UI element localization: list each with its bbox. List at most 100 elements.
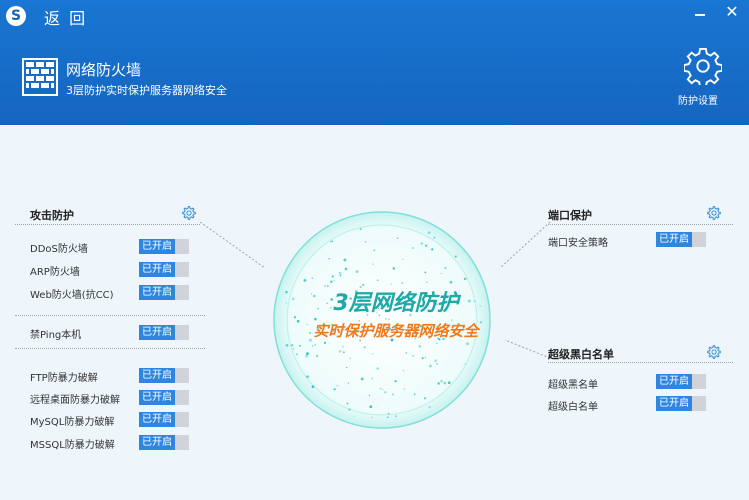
- globe-dot: [425, 281, 428, 283]
- globe-dot: [360, 298, 363, 301]
- globe-dot: [428, 336, 431, 339]
- globe-dot: [328, 257, 330, 260]
- globe-dot: [326, 285, 329, 287]
- globe-dot: [292, 347, 295, 350]
- mysql-bruteforce-toggle[interactable]: 已开启: [139, 412, 189, 427]
- globe-dot: [293, 316, 297, 319]
- globe-dot: [349, 297, 353, 300]
- settings-label[interactable]: 防护设置: [678, 96, 718, 107]
- globe-dot: [329, 306, 332, 309]
- globe-dot: [303, 278, 307, 282]
- globe-dot: [428, 364, 432, 368]
- disable-ping-toggle[interactable]: 已开启: [139, 325, 189, 340]
- globe-dot: [363, 346, 366, 349]
- globe-dot: [343, 351, 345, 354]
- globe-dot: [285, 291, 288, 294]
- globe-dot: [440, 272, 442, 275]
- disable-ping-label: 禁Ping本机: [30, 330, 82, 341]
- ftp-bruteforce-toggle[interactable]: 已开启: [139, 368, 189, 383]
- globe-dot: [413, 393, 416, 396]
- globe-dot: [420, 242, 423, 245]
- blacklist-settings-gear-icon[interactable]: [707, 345, 721, 359]
- globe-dot: [336, 385, 338, 387]
- globe-dot: [390, 336, 393, 338]
- globe-dot: [424, 244, 428, 247]
- globe-dot: [436, 362, 439, 365]
- mssql-bruteforce-toggle[interactable]: 已开启: [139, 435, 189, 450]
- port-security-policy-toggle[interactable]: 已开启: [656, 232, 706, 247]
- mysql-bruteforce-label: MySQL防暴力破解: [30, 417, 115, 428]
- globe-dot: [339, 349, 342, 353]
- globe-dot: [353, 415, 356, 417]
- globe-dot: [454, 255, 457, 258]
- globe-dot: [314, 344, 316, 346]
- globe-dot: [372, 263, 374, 265]
- attack-section-title: 攻击防护: [30, 209, 74, 222]
- globe-dot: [338, 271, 342, 275]
- globe-dot: [369, 405, 373, 409]
- globe-dot: [285, 302, 288, 304]
- divider: [15, 315, 205, 316]
- globe-dot: [432, 301, 436, 305]
- globe-dot: [454, 332, 458, 336]
- status-badge: 已开启: [139, 239, 175, 254]
- super-blacklist-toggle[interactable]: 已开启: [656, 374, 706, 389]
- globe-dot: [376, 367, 379, 370]
- globe-dot: [394, 415, 397, 418]
- globe-dot: [362, 283, 365, 286]
- globe-dot: [339, 274, 342, 277]
- ddos-firewall-toggle[interactable]: 已开启: [139, 239, 189, 254]
- divider: [15, 224, 200, 225]
- super-whitelist-label: 超级白名单: [548, 402, 598, 413]
- globe-dot: [401, 282, 404, 284]
- globe-dot: [378, 314, 381, 317]
- ddos-firewall-label: DDoS防火墙: [30, 244, 88, 255]
- status-badge: 已开启: [139, 285, 175, 300]
- minimize-button[interactable]: [692, 6, 708, 22]
- center-subtitle: 实时保护服务器网络安全: [313, 322, 479, 340]
- web-firewall-toggle[interactable]: 已开启: [139, 285, 189, 300]
- globe-dot: [331, 240, 334, 243]
- globe-dot: [306, 375, 309, 378]
- settings-gear-icon[interactable]: [684, 47, 722, 85]
- globe-dot: [424, 356, 427, 358]
- rdp-bruteforce-label: 远程桌面防暴力破解: [30, 395, 120, 406]
- globe-dot: [387, 412, 390, 415]
- globe-dot: [394, 379, 397, 383]
- globe-dot: [314, 317, 317, 321]
- globe-dot: [467, 299, 471, 303]
- status-badge: 已开启: [139, 368, 175, 383]
- globe-dot: [428, 406, 431, 409]
- globe-dot: [463, 277, 467, 281]
- globe-dot: [466, 342, 469, 346]
- globe-dot: [347, 382, 350, 384]
- port-settings-gear-icon[interactable]: [707, 206, 721, 220]
- globe-dot: [349, 357, 351, 360]
- globe-dot: [330, 298, 334, 301]
- back-button[interactable]: 返 回: [44, 9, 88, 28]
- super-whitelist-toggle[interactable]: 已开启: [656, 396, 706, 411]
- close-button[interactable]: ✕: [725, 2, 739, 21]
- globe-dot: [473, 300, 476, 303]
- globe-dot: [342, 328, 345, 331]
- status-badge: 已开启: [139, 435, 175, 450]
- globe-dot: [440, 379, 443, 383]
- globe-dot: [376, 279, 379, 281]
- rdp-bruteforce-toggle[interactable]: 已开启: [139, 390, 189, 405]
- blacklist-section-title: 超级黑白名单: [548, 348, 614, 361]
- globe-dot: [447, 381, 451, 385]
- globe-dot: [450, 319, 453, 322]
- arp-firewall-toggle[interactable]: 已开启: [139, 262, 189, 277]
- globe-dot: [291, 297, 295, 301]
- globe-dot: [371, 377, 374, 380]
- attack-settings-gear-icon[interactable]: [182, 206, 196, 220]
- globe-dot: [392, 267, 395, 270]
- globe-dot: [338, 351, 340, 353]
- globe-dot: [434, 359, 437, 362]
- globe-dot: [390, 338, 394, 342]
- globe-dot: [449, 280, 453, 284]
- status-badge: 已开启: [656, 396, 692, 411]
- globe-dot: [306, 323, 308, 326]
- globe-dot: [433, 236, 436, 239]
- globe-dot: [443, 381, 447, 385]
